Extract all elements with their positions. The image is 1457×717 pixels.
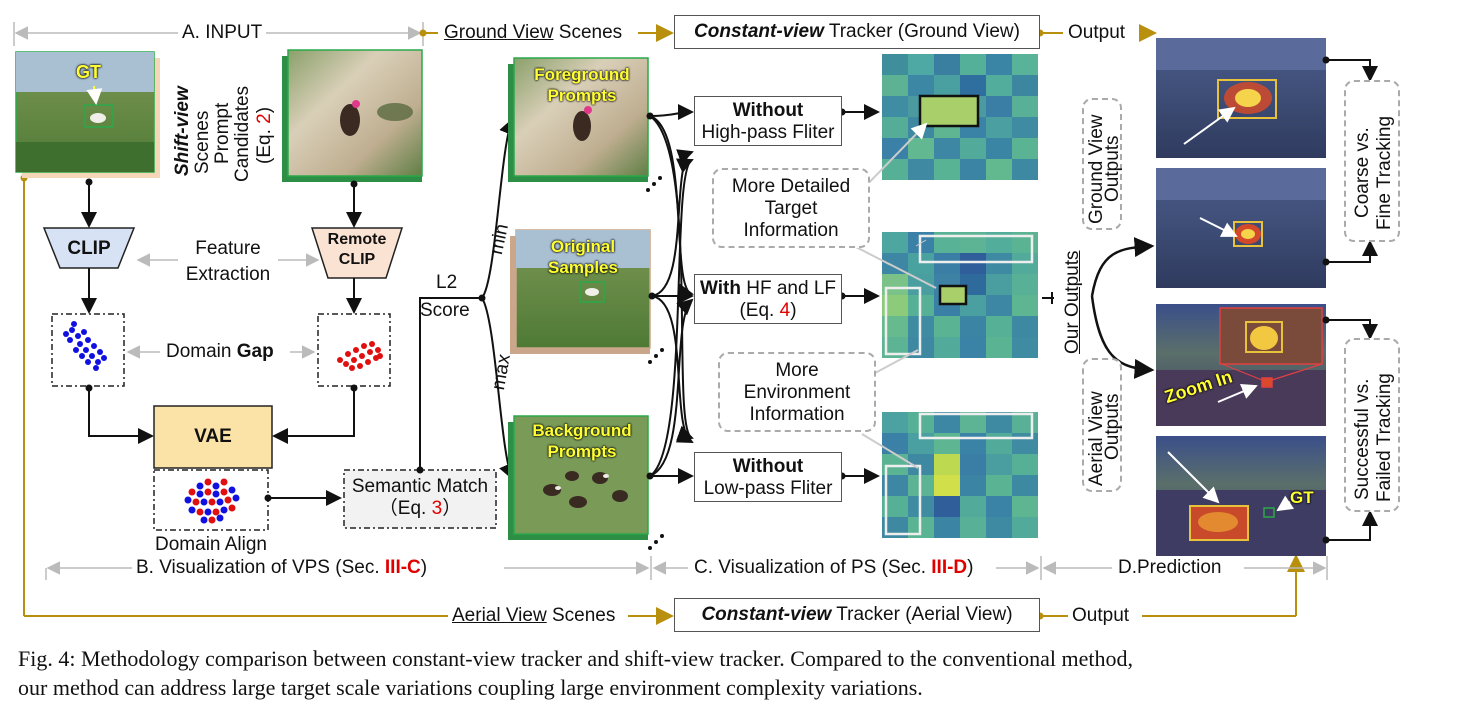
aerial-tracker-box: Constant-view Tracker (Aerial View): [674, 598, 1040, 632]
domain-align-label: Domain Align: [155, 534, 267, 555]
semantic-match-label: Semantic Match（Eq. 3）: [351, 476, 489, 519]
section-prediction-label: D.Prediction: [1118, 557, 1222, 578]
clip-label: CLIP: [67, 238, 111, 259]
aerial-gt-label: GT: [1290, 488, 1314, 507]
gt-label: GT: [76, 62, 101, 82]
without-high-pass-box: Without High-pass Fliter: [694, 96, 842, 146]
aerial-output-label: Output: [1072, 605, 1130, 626]
l2-score-label: L2 Score: [420, 272, 470, 321]
prompt-candidates-label: Prompt Candidates (Eq. 2): [212, 85, 275, 182]
with-hf-lf-box: With HF and LF (Eq. 4): [694, 274, 842, 324]
shift-view-scenes-label: Shift-view Scenes: [172, 86, 213, 176]
ground-view-scenes-label: Ground View Scenes: [444, 22, 623, 43]
our-outputs-label: Our Outputs: [1062, 250, 1083, 355]
more-environment-box: More Environment Information: [718, 352, 876, 432]
vae-label: VAE: [194, 426, 232, 447]
section-vps-label: B. Visualization of VPS (Sec. III-C): [136, 557, 428, 578]
ground-tracker-box: Constant-view Tracker (Ground View): [674, 15, 1040, 49]
section-ps-label: C. Visualization of PS (Sec. III-D): [694, 557, 974, 578]
section-input-label: A. INPUT: [178, 22, 267, 44]
coarse-fine-tracking-box: Coarse vs. Fine Tracking: [1344, 80, 1400, 242]
successful-failed-tracking-box: Successful vs. Failed Tracking: [1344, 338, 1400, 512]
aerial-view-outputs-box: Aerial View Outputs: [1082, 358, 1123, 492]
ground-view-outputs-box: Ground View Outputs: [1082, 98, 1123, 230]
aerial-view-scenes-label: Aerial View Scenes: [452, 605, 616, 626]
ground-output-label: Output: [1068, 22, 1126, 43]
more-detailed-target-box: More Detailed Target Information: [712, 168, 870, 248]
figure-caption: Fig. 4: Methodology comparison between c…: [18, 646, 1133, 700]
without-low-pass-box: Without Low-pass Fliter: [694, 452, 842, 502]
domain-gap-label: Domain Gap: [166, 341, 274, 362]
